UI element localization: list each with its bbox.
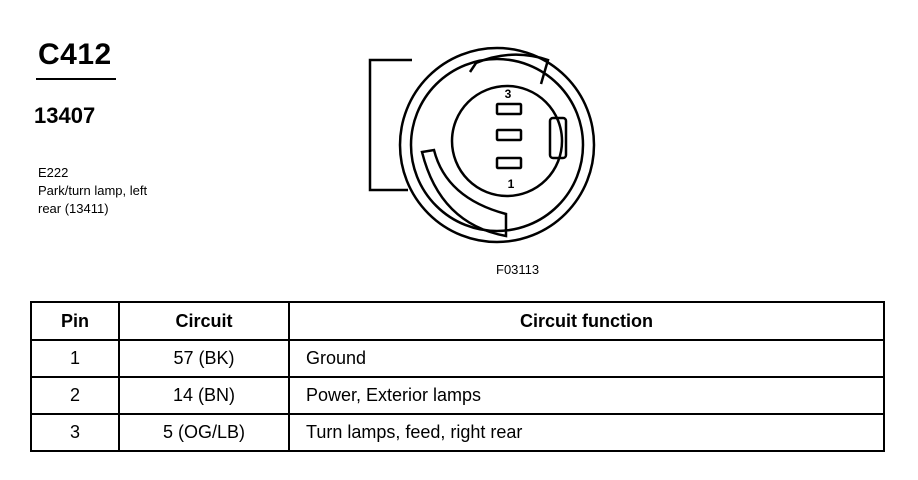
table-row: 1 57 (BK) Ground — [30, 339, 885, 378]
pin-table: Pin Circuit Circuit function 1 57 (BK) G… — [30, 301, 885, 452]
pin-label-3: 3 — [505, 87, 512, 101]
cell-circuit: 5 (OG/LB) — [118, 413, 290, 452]
lower-guide-arc — [420, 148, 508, 238]
connector-inner-ring — [409, 57, 585, 233]
cell-pin: 3 — [30, 413, 120, 452]
table-header-row: Pin Circuit Circuit function — [30, 301, 885, 341]
connector-description: E222 Park/turn lamp, left rear (13411) — [38, 164, 147, 218]
pin-terminal-1 — [495, 156, 523, 170]
connector-id: C412 — [38, 38, 112, 71]
right-locking-tab — [548, 116, 568, 160]
cell-circuit: 57 (BK) — [118, 339, 290, 378]
pin-terminal-3 — [495, 102, 523, 116]
header-circuit-function: Circuit function — [288, 301, 885, 341]
cell-pin: 1 — [30, 339, 120, 378]
cell-pin: 2 — [30, 376, 120, 415]
description-line: E222 — [38, 165, 69, 180]
table-row: 3 5 (OG/LB) Turn lamps, feed, right rear — [30, 413, 885, 452]
connector-face-diagram: 3 1 — [368, 46, 596, 244]
title-underline — [36, 78, 116, 80]
cell-function: Power, Exterior lamps — [288, 376, 885, 415]
cell-circuit: 14 (BN) — [118, 376, 290, 415]
connector-outer-ring — [398, 46, 596, 244]
pin-label-1: 1 — [508, 177, 515, 191]
cell-function: Ground — [288, 339, 885, 378]
description-line: Park/turn lamp, left — [38, 183, 148, 198]
connector-flange — [368, 58, 412, 192]
upper-key-tab — [468, 53, 550, 85]
pin-housing — [450, 84, 564, 198]
header-circuit: Circuit — [118, 301, 290, 341]
table-row: 2 14 (BN) Power, Exterior lamps — [30, 376, 885, 415]
pin-terminal-2 — [495, 128, 523, 142]
description-line: rear (13411) — [38, 201, 109, 216]
header-pin: Pin — [30, 301, 120, 341]
part-number: 13407 — [34, 103, 96, 128]
cell-function: Turn lamps, feed, right rear — [288, 413, 885, 452]
figure-code: F03113 — [496, 262, 540, 277]
